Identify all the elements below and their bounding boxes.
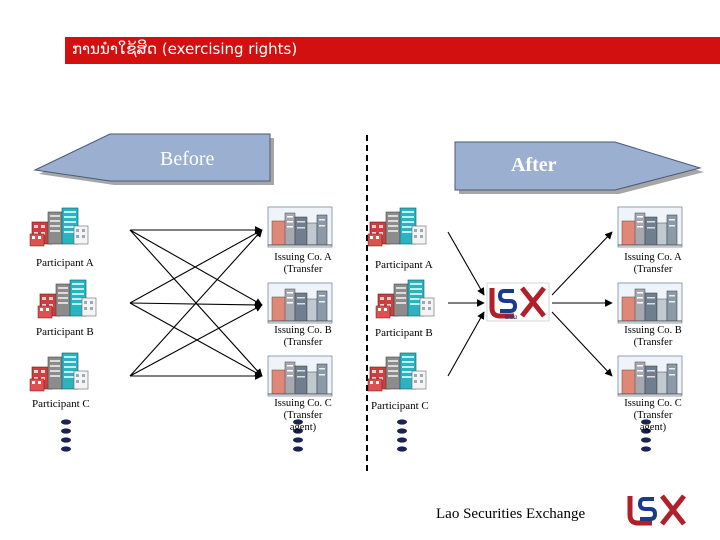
issuer-name: Issuing Co. C xyxy=(274,398,332,409)
after-connections xyxy=(447,231,613,377)
issuer-role-cont: agent) xyxy=(639,422,667,433)
title-bar xyxy=(65,37,720,64)
footer-lsx-logo-icon xyxy=(627,494,686,526)
building-icon xyxy=(367,207,427,247)
participant-label: Participant B xyxy=(375,327,433,339)
slide-title: ການນຳໃຊ້ສິດ (exercising rights) xyxy=(72,40,298,58)
before-connections xyxy=(129,226,263,380)
issuer-name: Issuing Co. B xyxy=(624,325,682,336)
issuer-role: (Transfer xyxy=(633,264,673,275)
city-icon xyxy=(617,355,683,397)
issuer-label: Issuing Co. A (Transfer xyxy=(608,252,698,276)
before-arrow xyxy=(33,133,274,185)
more-dots-icon xyxy=(61,419,71,452)
participant-label: Participant B xyxy=(36,326,94,338)
before-label: Before xyxy=(160,148,215,170)
more-dots-icon xyxy=(397,419,407,452)
issuer-label: Issuing Co. C (Transfer agent) xyxy=(258,398,348,434)
building-icon xyxy=(375,279,435,319)
issuer-name: Issuing Co. C xyxy=(624,398,682,409)
participant-label: Participant C xyxy=(32,398,90,410)
building-icon xyxy=(29,207,89,247)
participant-label: Participant A xyxy=(375,259,433,271)
issuer-role: (Transfer xyxy=(633,337,673,348)
city-icon xyxy=(617,282,683,324)
city-icon xyxy=(617,206,683,248)
participant-label: Participant A xyxy=(36,257,94,269)
issuer-label: Issuing Co. C (Transfer agent) xyxy=(608,398,698,434)
issuer-role: (Transfer xyxy=(283,337,323,348)
city-icon xyxy=(267,206,333,248)
lsx-logo-icon: ສສລ xyxy=(486,282,550,322)
after-label: After xyxy=(511,154,557,176)
after-arrow xyxy=(454,141,704,194)
issuer-label: Issuing Co. B (Transfer xyxy=(258,325,348,349)
issuer-name: Issuing Co. A xyxy=(624,252,682,263)
exchange-name: Lao Securities Exchange xyxy=(436,506,586,522)
issuer-label: Issuing Co. B (Transfer xyxy=(608,325,698,349)
issuer-role: (Transfer xyxy=(633,410,673,421)
issuer-label: Issuing Co. A (Transfer xyxy=(258,252,348,276)
building-icon xyxy=(29,352,89,392)
city-icon xyxy=(267,282,333,324)
issuer-role: (Transfer xyxy=(283,264,323,275)
issuer-name: Issuing Co. A xyxy=(274,252,332,263)
issuer-role: (Transfer xyxy=(283,410,323,421)
participant-label: Participant C xyxy=(371,400,429,412)
issuer-name: Issuing Co. B xyxy=(274,325,332,336)
svg-text:ສສລ: ສສລ xyxy=(505,314,517,321)
city-icon xyxy=(267,355,333,397)
issuer-role-cont: agent) xyxy=(289,422,317,433)
building-icon xyxy=(367,352,427,392)
building-icon xyxy=(37,279,97,319)
